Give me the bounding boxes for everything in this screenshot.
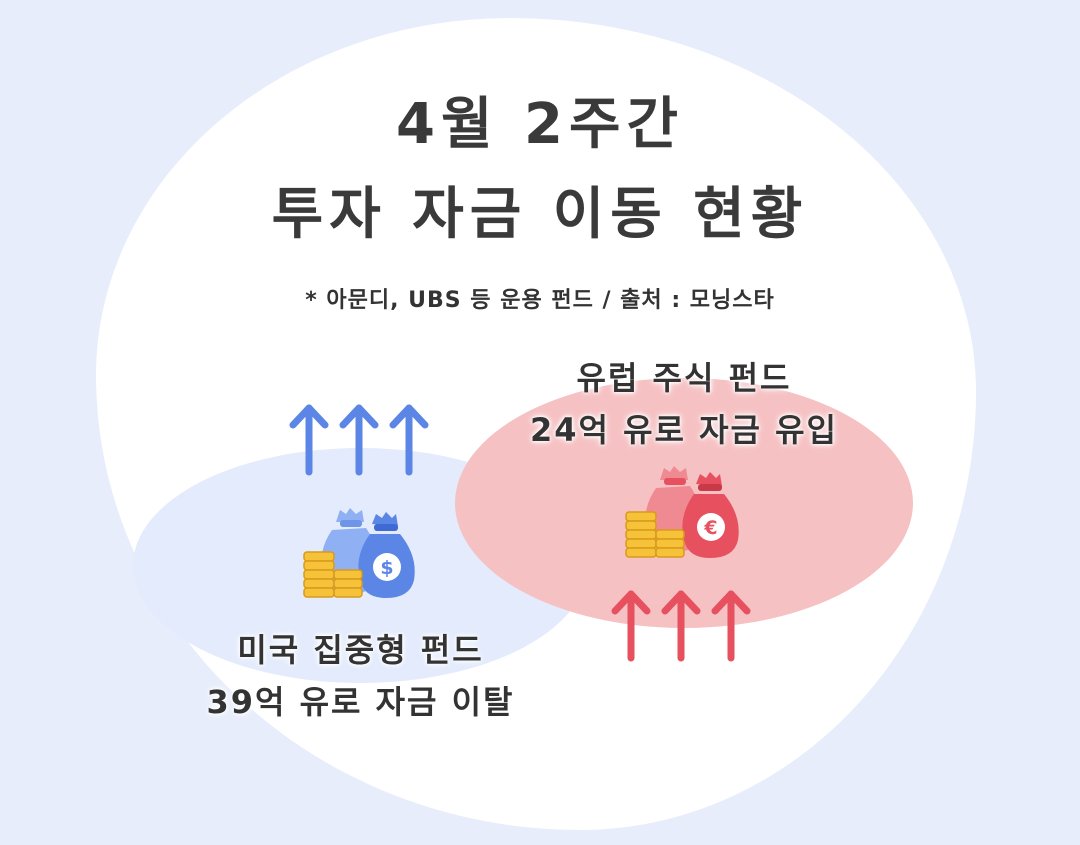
europe-caption: 유럽 주식 펀드 24억 유로 자금 유입	[455, 352, 913, 456]
europe-fund-label: 유럽 주식 펀드	[576, 359, 792, 397]
title-line-2: 투자 자금 이동 현황	[271, 182, 809, 247]
europe-inflow-label: 24억 유로 자금 유입	[529, 411, 839, 449]
dollar-money-bag-icon: $	[300, 500, 420, 608]
arrow-up-icon	[611, 590, 651, 662]
arrow-up-icon	[339, 404, 379, 476]
arrow-up-icon	[711, 590, 751, 662]
arrow-up-icon	[389, 404, 429, 476]
us-arrows	[286, 400, 436, 480]
us-caption: 미국 집중형 펀드 39억 유로 자금 이탈	[133, 624, 588, 728]
euro-symbol: €	[703, 517, 717, 539]
us-outflow-label: 39억 유로 자금 이탈	[206, 683, 515, 721]
arrow-up-icon	[289, 404, 329, 476]
source-note: * 아문디, UBS 등 운용 펀드 / 출처 : 모닝스타	[305, 288, 775, 313]
us-fund-label: 미국 집중형 펀드	[237, 631, 484, 669]
title-line-1: 4월 2주간	[396, 92, 684, 157]
euro-money-bag-icon: €	[622, 464, 746, 568]
dollar-symbol: $	[380, 557, 393, 579]
arrow-up-icon	[661, 590, 701, 662]
europe-arrows	[608, 584, 758, 664]
